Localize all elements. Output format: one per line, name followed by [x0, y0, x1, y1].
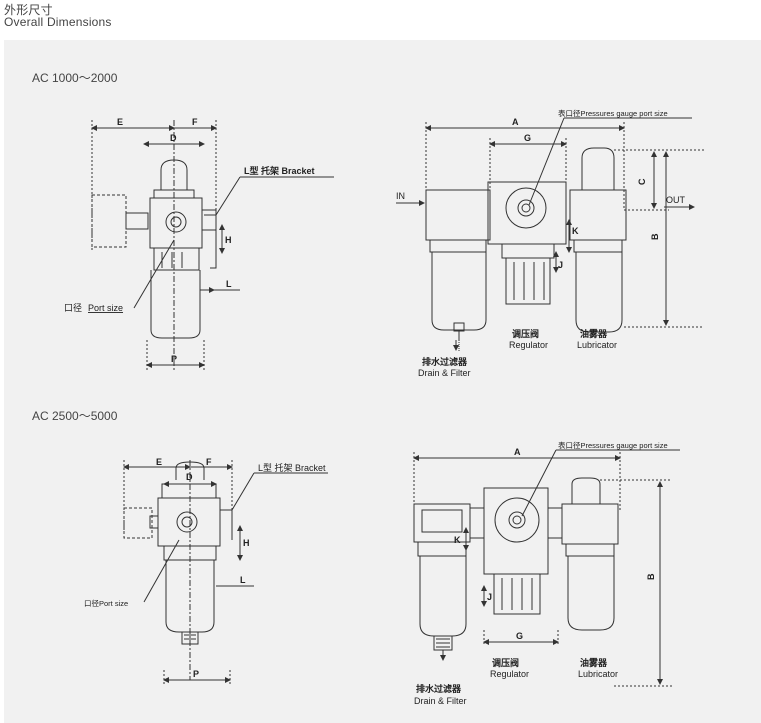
top-drain-en: Drain & Filter [418, 368, 471, 378]
model-label-top: AC 1000～2000 [32, 71, 118, 85]
top-out-label: OUT [666, 195, 686, 205]
top-lubricator-cn: 油雾器 [580, 328, 608, 339]
bottom-gauge-label: 表口径Pressures gauge port size [558, 440, 668, 450]
top-assembly-view [396, 117, 704, 352]
top-dim-j: J [558, 260, 563, 270]
top-dim-d: D [170, 133, 177, 143]
bottom-dim-e: E [156, 457, 162, 467]
top-dim-f: F [192, 117, 198, 127]
bottom-dim-h: H [243, 538, 250, 548]
diagram-panel: AC 1000～2000 AC 2500～5000 [4, 40, 761, 723]
bottom-assembly-view [413, 449, 680, 687]
bottom-regulator-en: Regulator [490, 669, 529, 679]
top-regulator-en: Regulator [509, 340, 548, 350]
top-regulator-cn: 调压阀 [512, 328, 539, 339]
model-label-bottom: AC 2500～5000 [32, 409, 118, 423]
top-dim-b: B [650, 233, 660, 240]
header-title-en: Overall Dimensions [4, 15, 112, 29]
bottom-regulator-cn: 调压阀 [492, 657, 519, 668]
bottom-bracket-label: L型 托架 Bracket [258, 462, 326, 473]
bottom-front-view [123, 460, 328, 685]
header-title-cn: 外形尺寸 [4, 3, 53, 17]
top-in-label: IN [396, 191, 405, 201]
top-dim-l: L [226, 279, 232, 289]
top-bracket-label: L型 托架 Bracket [244, 165, 315, 176]
bottom-dim-d: D [186, 472, 193, 482]
bottom-lubricator-cn: 油雾器 [580, 657, 608, 668]
top-port-en: Port size [88, 303, 123, 313]
bottom-dim-l: L [240, 575, 246, 585]
top-front-view [91, 120, 334, 370]
bottom-dim-a: A [514, 447, 521, 457]
bottom-dim-j: J [487, 592, 492, 602]
top-dim-a: A [512, 117, 519, 127]
bottom-lubricator-en: Lubricator [578, 669, 618, 679]
bottom-dim-b: B [646, 573, 656, 580]
bottom-dim-f: F [206, 457, 212, 467]
bottom-drain-cn: 排水过滤器 [416, 683, 462, 694]
dimension-drawings: E F D H L P L型 托架 Bracket 口径 Port size [64, 108, 704, 706]
bottom-port-label: 口径Port size [84, 598, 128, 608]
bottom-dim-k: K [454, 535, 461, 545]
top-dim-k: K [572, 226, 579, 236]
top-drain-cn: 排水过滤器 [422, 356, 468, 367]
top-gauge-label: 表口径Pressures gauge port size [558, 108, 668, 118]
bottom-drain-en: Drain & Filter [414, 696, 467, 706]
top-dim-p: P [171, 354, 177, 364]
top-lubricator-en: Lubricator [577, 340, 617, 350]
bottom-dim-p: P [193, 669, 199, 679]
top-dim-c: C [637, 178, 647, 185]
top-dim-g: G [524, 133, 531, 143]
top-dim-h: H [225, 235, 232, 245]
top-port-cn: 口径 [64, 302, 82, 313]
bottom-dim-g: G [516, 631, 523, 641]
top-dim-e: E [117, 117, 123, 127]
